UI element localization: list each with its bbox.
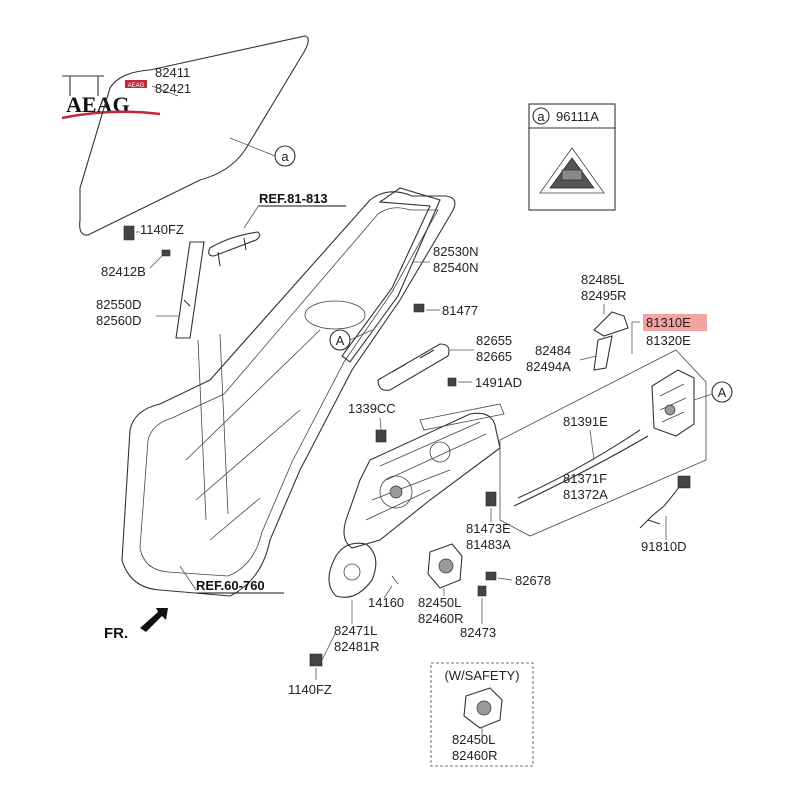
label-weatherstrip-l: 82530N	[433, 244, 479, 259]
label-cap-1491ad: 1491AD	[475, 375, 522, 390]
window-motor	[427, 543, 463, 589]
logo-swoosh	[61, 110, 161, 120]
label-weatherstrip-r: 82540N	[433, 260, 479, 275]
label-bolt-1140fz-bottom: 1140FZ	[288, 682, 332, 697]
label-latch-r: 81320E	[646, 333, 691, 348]
sensor-harness	[639, 479, 685, 529]
callout-A-latch-letter: A	[718, 385, 727, 400]
door-glass	[79, 35, 309, 236]
glass-clip-bolt	[161, 249, 171, 257]
front-arrow-icon	[140, 608, 168, 632]
label-glass-lower: 82421	[155, 81, 191, 96]
rear-channel	[175, 241, 205, 339]
label-sensor: 91810D	[641, 539, 687, 554]
front-direction-label: FR.	[104, 625, 128, 642]
label-clip-l: 81473E	[466, 521, 511, 536]
clip-callout-letter: a	[537, 109, 545, 124]
cap-1491ad	[447, 377, 457, 387]
door-latch	[651, 369, 695, 437]
label-glass-upper: 82411	[155, 65, 190, 80]
bolt-82678	[485, 571, 497, 581]
logo-badge	[125, 80, 147, 88]
inside-handle	[377, 343, 450, 391]
brand-logo: AEAG AEAG	[61, 75, 161, 120]
clip-code: 96111A	[556, 109, 599, 124]
label-bracket-r: 82494A	[526, 359, 571, 374]
label-regulator-r: 82481R	[334, 639, 380, 654]
label-channel-l: 82550D	[96, 297, 142, 312]
grommet-14160	[391, 575, 399, 585]
clip-96111a-box: a 96111A	[528, 103, 616, 211]
outer-door-handle	[208, 231, 261, 267]
label-bolt-1140fz-top: 1140FZ	[140, 222, 184, 237]
safety-motor-box: (W/SAFETY) 82450L 82460R	[430, 662, 534, 767]
label-handle-l: 82655	[476, 333, 512, 348]
ref-top: REF.81-813	[259, 191, 328, 206]
label-cable-l: 81371F	[563, 471, 607, 486]
label-cable-81391e: 81391E	[563, 414, 608, 429]
ref-bottom: REF.60-760	[196, 578, 265, 593]
logo-badge-text: AEAG	[128, 83, 145, 89]
label-bolt-82473: 82473	[460, 625, 496, 640]
bolt-1140fz-bottom	[309, 653, 323, 667]
label-clip-r: 81483A	[466, 537, 511, 552]
label-handle-r: 82665	[476, 349, 512, 364]
door-inner-panel	[121, 191, 456, 597]
label-channel-r: 82560D	[96, 313, 142, 328]
nut-1339cc	[375, 429, 387, 443]
weatherstrip	[341, 187, 441, 363]
bracket-82484	[593, 335, 613, 371]
label-motor-l: 82450L	[418, 595, 461, 610]
glass-clip-part	[123, 225, 135, 241]
screw-81477	[413, 303, 425, 313]
callout-A-panel-letter: A	[336, 333, 345, 348]
label-screw-81477: 81477	[442, 303, 478, 318]
safety-motor-l: 82450L	[452, 732, 495, 747]
sensor-connector	[677, 475, 691, 489]
bolt-82473	[477, 585, 487, 597]
label-bolt-82678: 82678	[515, 573, 551, 588]
label-nut-1339cc: 1339CC	[348, 401, 396, 416]
label-regulator-l: 82471L	[334, 623, 377, 638]
latch-highlight	[643, 314, 707, 331]
safety-header: (W/SAFETY)	[444, 668, 519, 683]
label-bracket-l: 82484	[535, 343, 571, 358]
label-grommet: 14160	[368, 595, 404, 610]
lock-rod	[593, 311, 629, 337]
label-rod-l: 82485L	[581, 272, 624, 287]
label-motor-r: 82460R	[418, 611, 464, 626]
label-cable-r: 81372A	[563, 487, 608, 502]
label-glass-clip: 82412B	[101, 264, 146, 279]
latch-detail-frame	[499, 349, 707, 537]
callout-A-latch	[711, 381, 733, 403]
label-latch-l: 81310E	[646, 315, 691, 330]
label-rod-r: 82495R	[581, 288, 627, 303]
safety-motor-r: 82460R	[452, 748, 498, 763]
latch-cable	[513, 429, 649, 507]
window-regulator	[328, 403, 505, 598]
callout-a-glass-letter: a	[281, 149, 289, 164]
clip-81473e	[485, 491, 497, 507]
